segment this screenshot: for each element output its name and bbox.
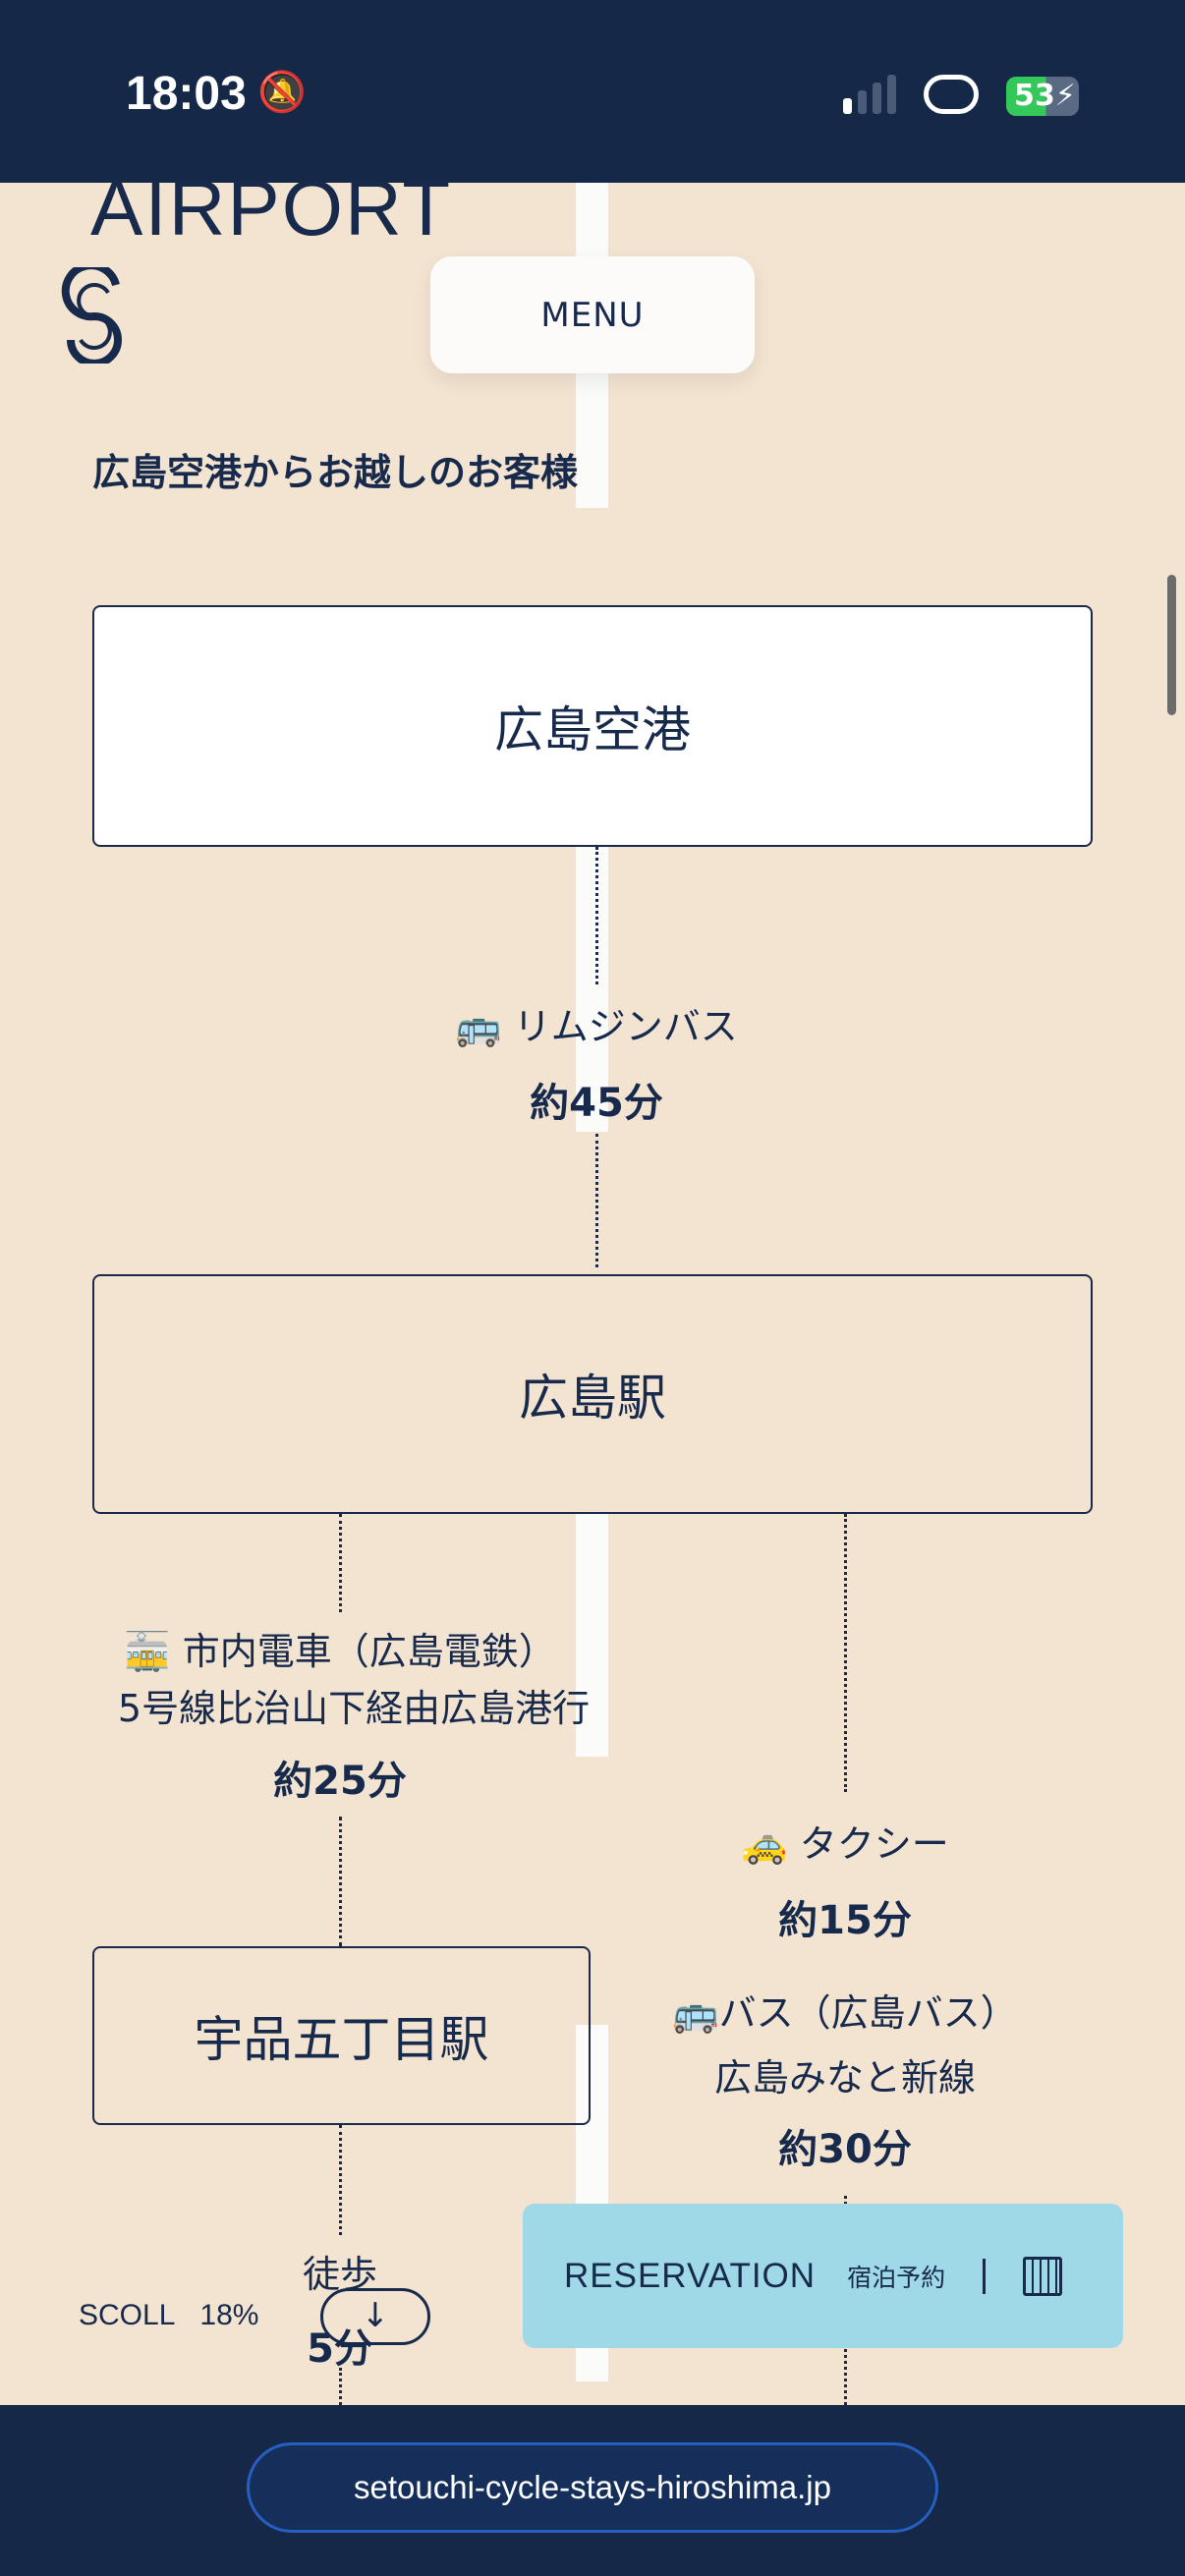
bus-text: バス（広島バス） xyxy=(718,1991,1018,2035)
reservation-sub: 宿泊予約 xyxy=(847,2263,946,2292)
battery-icon: 53⚡ xyxy=(1006,77,1079,116)
route-line xyxy=(595,1134,598,1267)
tram-time: 約25分 xyxy=(273,1759,407,1804)
battery-level: 53 xyxy=(1014,79,1055,113)
menu-button[interactable]: MENU xyxy=(430,256,755,373)
limousine-time: 約45分 xyxy=(530,1081,663,1126)
route-line xyxy=(339,2368,342,2405)
signal-icon xyxy=(843,71,902,114)
scroll-percent: 18% xyxy=(199,2299,259,2331)
scroll-indicator: SCOLL 18% xyxy=(79,2299,258,2332)
taxi-icon: 🚕 xyxy=(741,1822,788,1866)
node-airport: 広島空港 xyxy=(92,605,1093,847)
section-title: AIRPORT xyxy=(90,164,453,252)
page-heading: 広島空港からお越しのお客様 xyxy=(92,451,579,494)
route-line xyxy=(339,1817,342,1946)
route-line xyxy=(595,847,598,984)
calendar-icon xyxy=(1023,2256,1063,2296)
scroll-label: SCOLL xyxy=(79,2299,176,2331)
limousine-text: リムジンバス xyxy=(513,1005,738,1048)
link-icon xyxy=(924,75,979,114)
tram-icon: 🚋 xyxy=(124,1630,171,1673)
browser-bar: setouchi-cycle-stays-hiroshima.jp xyxy=(0,2405,1185,2576)
decor-stripe xyxy=(576,847,608,1132)
bus-icon: 🚌 xyxy=(672,1991,719,2035)
taxi-time: 約15分 xyxy=(778,1898,912,1943)
bus-label: 🚌バス（広島バス） xyxy=(672,1983,1017,2037)
bell-muted-icon: 🔕 xyxy=(257,70,307,115)
reservation-label: RESERVATION xyxy=(564,2256,817,2295)
reservation-button[interactable]: RESERVATION 宿泊予約 xyxy=(523,2204,1123,2348)
bus-time: 約30分 xyxy=(778,2127,912,2172)
logo-icon[interactable] xyxy=(61,267,128,364)
scrollbar[interactable] xyxy=(1167,575,1176,715)
clock: 18:03 xyxy=(126,68,247,120)
bus-icon: 🚌 xyxy=(455,1005,502,1048)
route-line xyxy=(339,2125,342,2235)
taxi-text: タクシー xyxy=(799,1822,949,1866)
status-bar: 18:03 🔕 53⚡ xyxy=(0,0,1185,183)
arrow-down-icon: ↓ xyxy=(361,2296,390,2335)
node-station: 広島駅 xyxy=(92,1274,1093,1514)
scroll-down-button[interactable]: ↓ xyxy=(320,2288,430,2345)
route-line xyxy=(844,1514,847,1792)
divider xyxy=(983,2258,987,2294)
decor-stripe xyxy=(576,1514,608,1757)
taxi-label: 🚕 タクシー xyxy=(741,1814,948,1868)
url-bar[interactable]: setouchi-cycle-stays-hiroshima.jp xyxy=(247,2442,938,2533)
route-line xyxy=(339,1514,342,1612)
node-tram-stop: 宇品五丁目駅 xyxy=(92,1946,591,2125)
tram-line: 5号線比治山下経由広島港行 xyxy=(117,1687,591,1730)
limousine-label: 🚌 リムジンバス xyxy=(455,996,737,1050)
bus-line: 広島みなと新線 xyxy=(713,2056,977,2100)
tram-label: 🚋 市内電車（広島電鉄） xyxy=(124,1621,555,1675)
tram-text: 市内電車（広島電鉄） xyxy=(182,1630,556,1673)
